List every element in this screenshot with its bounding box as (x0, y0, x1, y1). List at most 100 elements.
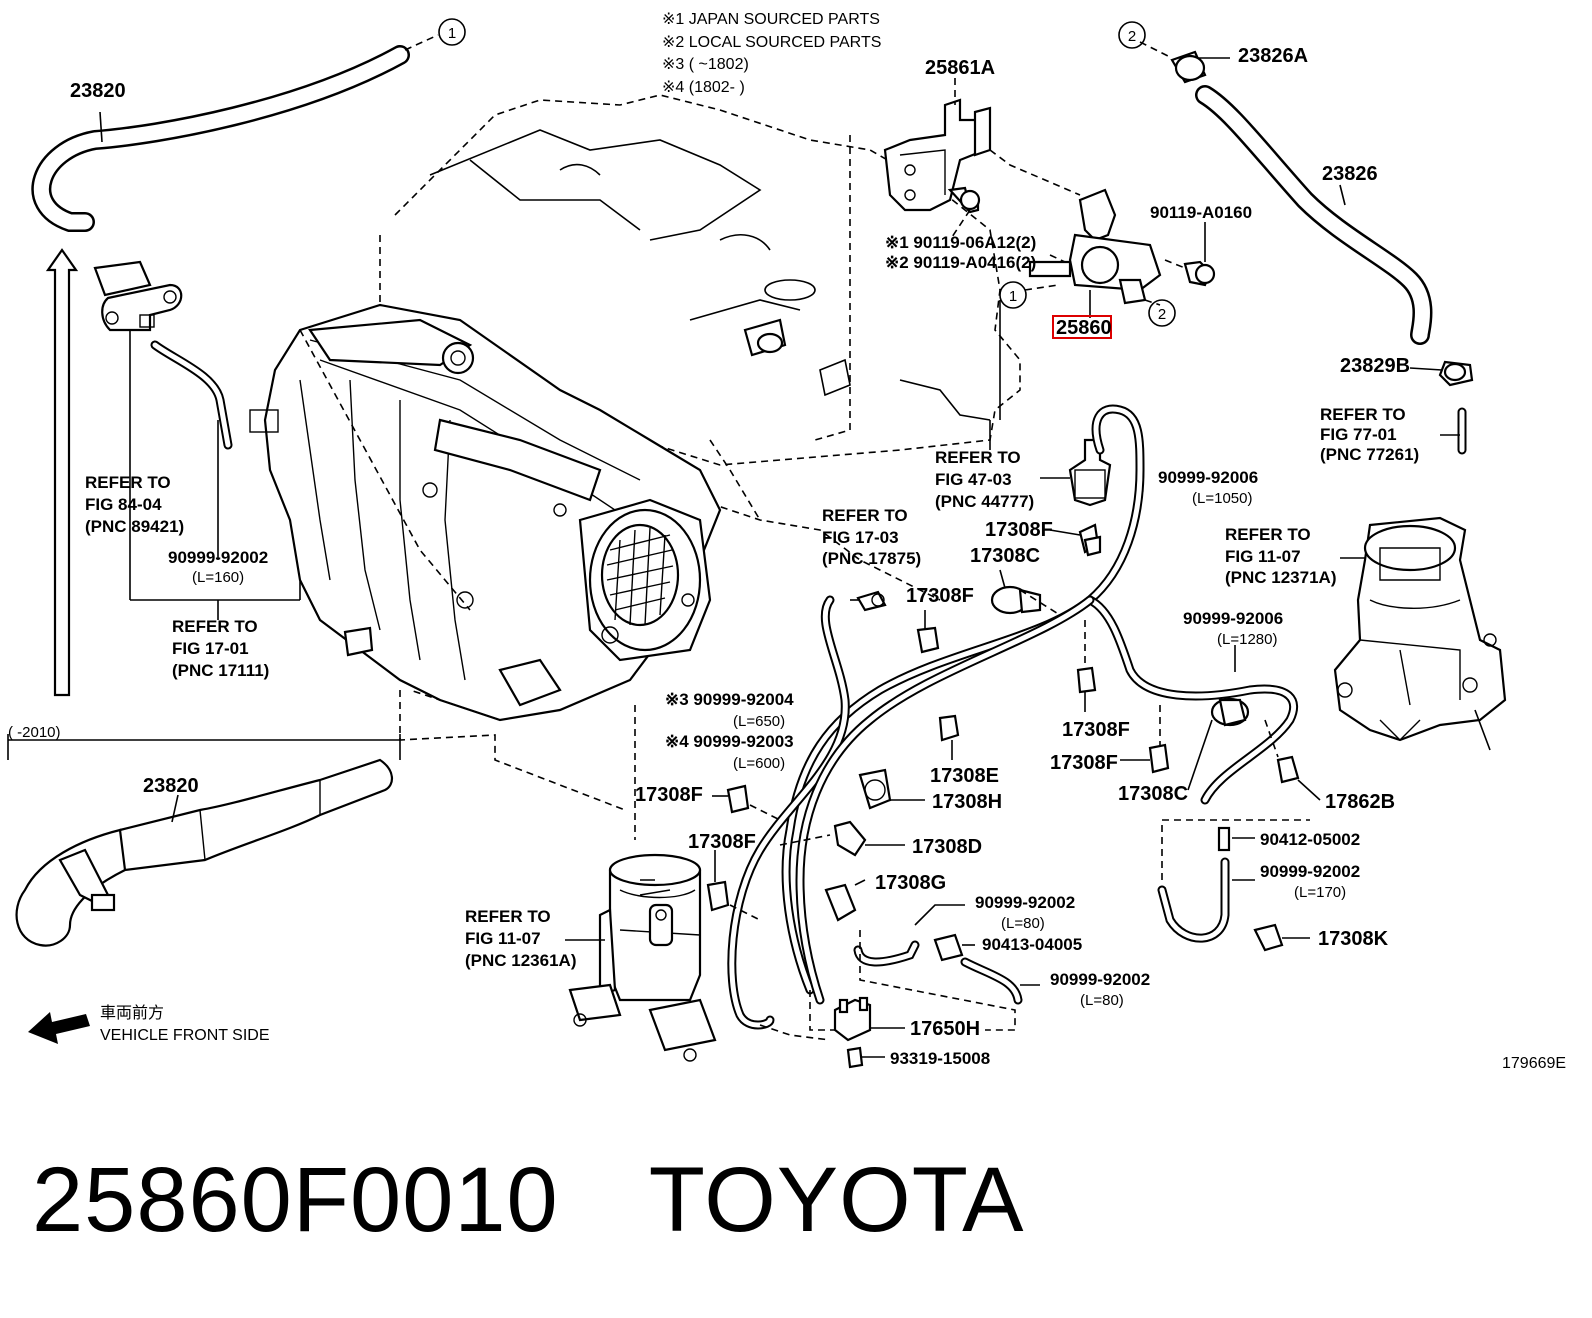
label-90999-92003: ※4 90999-92003 (665, 732, 794, 751)
refer-11-07-r-c: (PNC 12371A) (1225, 568, 1337, 587)
label-25860: 25860 (1056, 317, 1112, 339)
label-17650H: 17650H (910, 1018, 980, 1040)
air-hose-23820-bottom (7, 734, 401, 947)
label-90999-92002-b-len: (L=170) (1294, 884, 1346, 901)
note-range-2: ※4 (1802- ) (662, 79, 745, 96)
refer-84-04-c: (PNC 89421) (85, 517, 184, 536)
label-90999-92004: ※3 90999-92004 (665, 690, 794, 709)
label-23820-bottom: 23820 (143, 775, 199, 797)
label-17308H: 17308H (932, 791, 1002, 813)
refer-11-07-l-a: REFER TO (465, 907, 551, 926)
label-range-2010: ( -2010) (8, 724, 61, 741)
label-front-jp: 車両前方 (100, 1004, 164, 1022)
label-23826A: 23826A (1238, 45, 1308, 67)
label-23820-top: 23820 (70, 80, 126, 102)
label-17308G: 17308G (875, 872, 946, 894)
label-23829B: 23829B (1340, 355, 1410, 377)
title-part-number: 25860F0010 (32, 1149, 559, 1251)
note-range-1: ※3 ( ~1802) (662, 56, 749, 73)
label-90119-A0160: 90119-A0160 (1150, 203, 1252, 222)
title-brand: TOYOTA (648, 1149, 1025, 1251)
refer-17-03-b: FIG 17-03 (822, 528, 899, 547)
refer-84-04-a: REFER TO (85, 473, 171, 492)
product-title: 25860F0010 TOYOTA (32, 1148, 1024, 1253)
callout-circle-1a: 1 (438, 18, 466, 46)
highlight-box (1052, 315, 1112, 339)
label-90999-92003-len: (L=600) (733, 755, 785, 772)
label-17862B: 17862B (1325, 791, 1395, 813)
refer-47-03-a: REFER TO (935, 448, 1021, 467)
refer-11-07-r-a: REFER TO (1225, 525, 1311, 544)
vac-hose-90999-92006-l1280 (1085, 595, 1299, 805)
note-local: ※2 LOCAL SOURCED PARTS (662, 34, 881, 51)
intake-manifold (249, 303, 722, 722)
note-japan: ※1 JAPAN SOURCED PARTS (662, 11, 880, 28)
small-hoses-bottom (759, 904, 1040, 1069)
callout-circle-1b: 1 (999, 281, 1027, 309)
vsv-25860 (1024, 188, 1216, 339)
label-90999-92002-a: 90999-92002 (168, 548, 268, 567)
part-labels: 23820 25861A 23826A 23826 90119-A0160 ※1… (8, 45, 1566, 1072)
label-90999-92002-d-len: (L=80) (1080, 992, 1124, 1009)
engine-mount-12361A (565, 853, 717, 1062)
engine-outline (379, 94, 1021, 601)
label-90413-04005: 90413-04005 (982, 935, 1082, 954)
svg-text:2: 2 (1128, 28, 1136, 45)
sensor-17875 (850, 590, 887, 612)
vac-hose-90999-92003 (795, 595, 1095, 1005)
label-90999-92006-a-len: (L=1050) (1192, 490, 1252, 507)
refer-17-01-a: REFER TO (172, 617, 258, 636)
label-90999-92006-b: 90999-92006 (1183, 609, 1283, 628)
sensor-89421 (93, 260, 301, 620)
label-17308F-4: 17308F (1050, 752, 1118, 774)
refer-77-01-b: FIG 77-01 (1320, 425, 1397, 444)
label-17308F-1: 17308F (985, 519, 1053, 541)
hose-23826 (1139, 41, 1474, 455)
label-17308F-2: 17308F (906, 585, 974, 607)
label-90412-05002: 90412-05002 (1260, 830, 1360, 849)
label-90999-92002-a-len: (L=160) (192, 569, 244, 586)
label-25861A: 25861A (925, 57, 995, 79)
refer-47-03-b: FIG 47-03 (935, 470, 1012, 489)
callout-circle-2b: 2 (1148, 299, 1176, 327)
notes-block: ※1 JAPAN SOURCED PARTS ※2 LOCAL SOURCED … (662, 11, 881, 96)
refer-84-04-b: FIG 84-04 (85, 495, 162, 514)
clips (706, 523, 1321, 922)
bracket-25861A (814, 78, 1081, 441)
label-17308F-5: 17308F (635, 784, 703, 806)
svg-text:1: 1 (448, 25, 456, 42)
engine-mount-12371A (1333, 516, 1507, 751)
refer-47-03-c: (PNC 44777) (935, 492, 1034, 511)
label-90999-92002-c: 90999-92002 (975, 893, 1075, 912)
label-17308F-3: 17308F (1062, 719, 1130, 741)
figure-id: 179669E (1502, 1055, 1566, 1072)
label-90999-92002-b: 90999-92002 (1260, 862, 1360, 881)
label-90999-92002-c-len: (L=80) (1001, 915, 1045, 932)
label-90119-06A12: ※1 90119-06A12(2) (885, 233, 1036, 252)
vac-hose-90999-92004 (727, 595, 850, 1030)
refer-17-01-b: FIG 17-01 (172, 639, 249, 658)
label-93319-15008: 93319-15008 (890, 1049, 990, 1068)
label-17308K: 17308K (1318, 928, 1389, 950)
label-90999-92002-d: 90999-92002 (1050, 970, 1150, 989)
label-17308C-1: 17308C (970, 545, 1040, 567)
vac-hose-90999-92002-l160 (150, 340, 233, 560)
label-90119-A0416: ※2 90119-A0416(2) (885, 253, 1036, 272)
label-front-en: VEHICLE FRONT SIDE (100, 1027, 270, 1044)
label-90999-92004-len: (L=650) (733, 713, 785, 730)
refer-77-01-a: REFER TO (1320, 405, 1406, 424)
label-17308D: 17308D (912, 836, 982, 858)
label-17308E: 17308E (930, 765, 999, 787)
air-hose-23820-top (31, 34, 439, 232)
refer-11-07-l-b: FIG 11-07 (465, 929, 541, 948)
label-23826: 23826 (1322, 163, 1378, 185)
refer-11-07-r-b: FIG 11-07 (1225, 547, 1301, 566)
check-valve-group (1157, 819, 1310, 952)
svg-text:2: 2 (1158, 306, 1166, 323)
label-90999-92006-b-len: (L=1280) (1217, 631, 1277, 648)
up-arrow-icon (45, 248, 79, 697)
label-17308F-6: 17308F (688, 831, 756, 853)
svg-text:1: 1 (1009, 288, 1017, 305)
refer-11-07-l-c: (PNC 12361A) (465, 951, 577, 970)
